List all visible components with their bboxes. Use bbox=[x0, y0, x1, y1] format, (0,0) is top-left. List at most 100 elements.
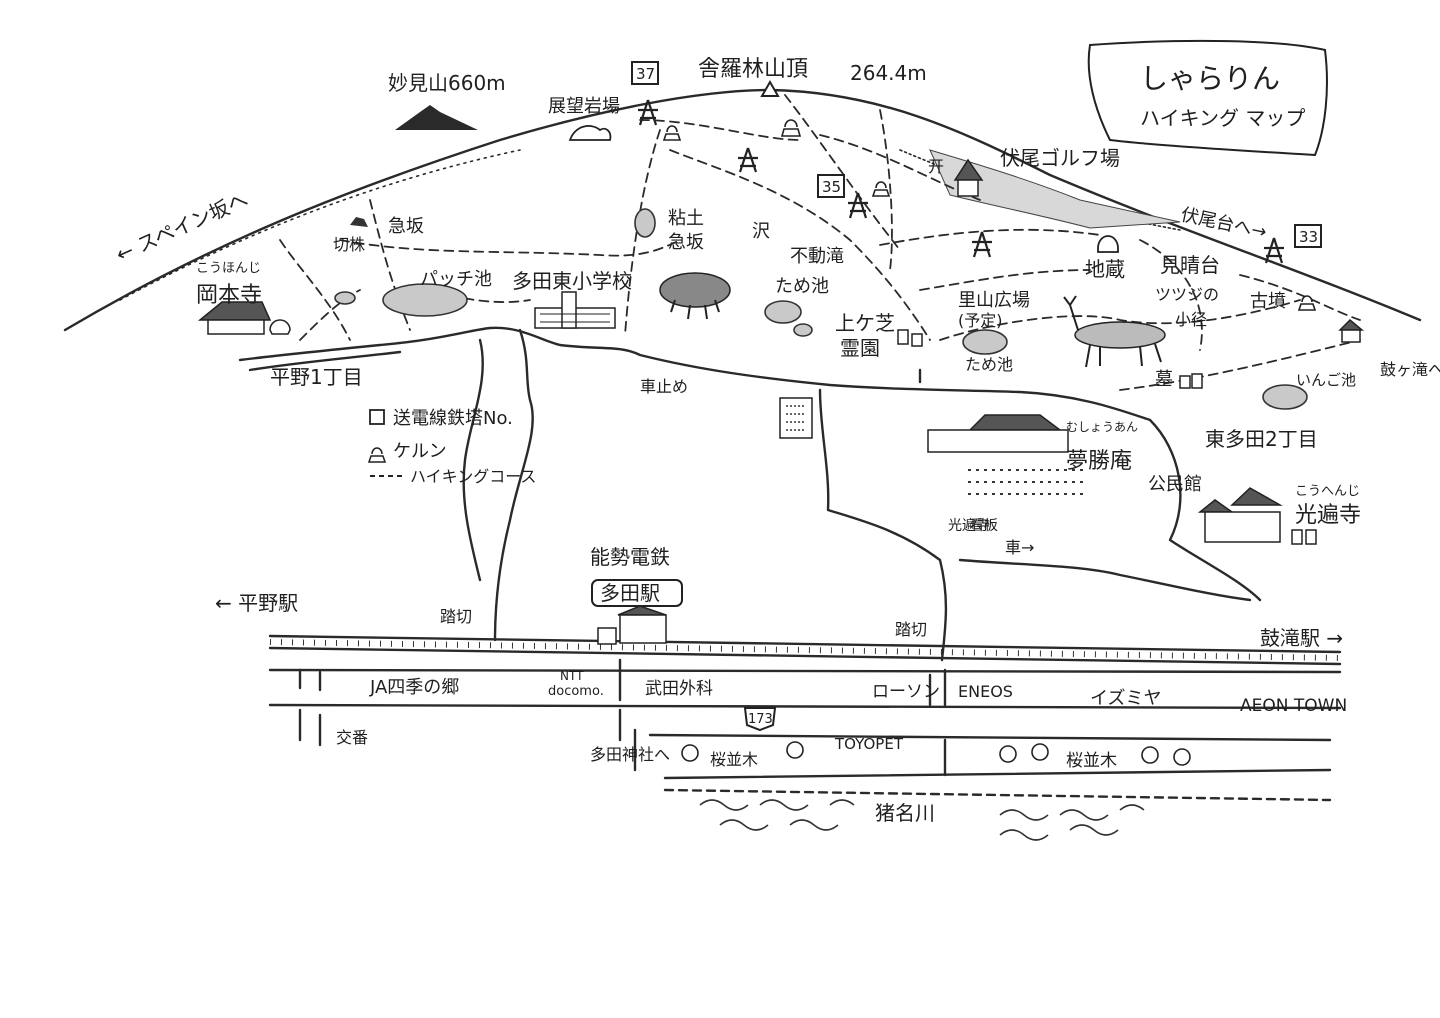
railway-track bbox=[268, 634, 1342, 666]
cherry-tree-icon bbox=[1173, 748, 1191, 766]
cherry-tree-icon bbox=[1031, 743, 1049, 761]
label-tsutsuji-1: ツツジの bbox=[1155, 285, 1219, 304]
label-reien: 霊園 bbox=[840, 336, 880, 360]
label-crossing-east: 踏切 bbox=[895, 620, 927, 639]
label-yotei: (予定) bbox=[958, 311, 1003, 330]
okamotoji-temple-icon bbox=[197, 301, 291, 335]
tower-icon bbox=[738, 147, 758, 173]
shop-ntt-1: NTT bbox=[560, 669, 584, 683]
route-173-shield bbox=[743, 707, 777, 732]
direction-tsuzumigataki: 鼓ヶ滝へ bbox=[1380, 360, 1440, 379]
tower-icon bbox=[972, 231, 992, 258]
label-nendo-kyuzaka: 急坂 bbox=[668, 232, 704, 253]
label-kohenji: 光遍寺 bbox=[1295, 503, 1361, 528]
cairn-icon bbox=[780, 119, 802, 137]
label-kurumadome: 車止め bbox=[640, 377, 688, 396]
tower-icons bbox=[638, 99, 1284, 264]
place-labels: 展望岩場 急坂 切株 パッチ池 粘土 急坂 沢 不動滝 ため池 多田東小学校 上… bbox=[196, 96, 1361, 534]
shop-eneos: ENEOS bbox=[958, 682, 1013, 701]
viewpoint-rock-icon bbox=[568, 125, 612, 141]
label-okamotoji: 岡本寺 bbox=[196, 283, 262, 308]
tower-33-box bbox=[1294, 224, 1322, 248]
title-box: しゃらりん ハイキング マップ bbox=[1087, 39, 1328, 157]
legend-tower-label: 送電線鉄塔No. bbox=[393, 408, 513, 429]
direction-hirano-station: ← 平野駅 bbox=[215, 591, 298, 615]
tame-pond-upper bbox=[764, 300, 802, 324]
tower-icon bbox=[369, 409, 385, 425]
label-mushouan-reading: むしょうあん bbox=[1066, 420, 1138, 434]
graves-icon bbox=[897, 329, 1317, 545]
shop-lawson: ローソン bbox=[872, 682, 940, 702]
clay-spot bbox=[634, 208, 656, 238]
river-waves bbox=[699, 799, 1145, 841]
mountain-icon bbox=[395, 105, 478, 130]
cherry-tree-icon bbox=[786, 741, 804, 759]
label-river: 猪名川 bbox=[875, 801, 935, 825]
label-tsutsuji-2: 小径 bbox=[1175, 310, 1207, 329]
label-patche-ike: パッチ池 bbox=[420, 269, 492, 290]
shop-koban: 交番 bbox=[336, 728, 368, 747]
label-mushouan: 夢勝庵 bbox=[1066, 449, 1132, 474]
golf-course-shading bbox=[929, 149, 1181, 229]
cherry-tree-icons bbox=[681, 741, 1191, 766]
cairn-icon bbox=[1297, 295, 1317, 311]
label-miharashidai: 見晴台 bbox=[1160, 253, 1220, 277]
roads bbox=[238, 326, 1262, 707]
label-kohenji-small: 光遍寺 bbox=[948, 518, 990, 534]
station-building-icon bbox=[597, 605, 667, 645]
cairn-icon bbox=[662, 125, 682, 141]
tame-pond-small bbox=[793, 323, 813, 337]
title-line-2: ハイキング マップ bbox=[1140, 106, 1305, 130]
tame-pond-lower bbox=[962, 329, 1008, 355]
stump-icon bbox=[350, 217, 368, 227]
small-house-icon bbox=[1338, 318, 1365, 343]
label-jizo: 地蔵 bbox=[1085, 257, 1125, 281]
label-satoyama: 里山広場 bbox=[958, 290, 1030, 311]
label-signboard: 看板 bbox=[970, 518, 998, 534]
patche-pond bbox=[382, 283, 468, 317]
label-kirikabu: 切株 bbox=[333, 235, 365, 254]
deer-icon bbox=[1063, 295, 1166, 368]
cairn-icon bbox=[367, 447, 387, 463]
label-cherry-east: 桜並木 bbox=[1066, 751, 1117, 771]
legend-trail-label: ハイキングコース bbox=[410, 467, 536, 486]
direction-tada-shrine: 多田神社へ bbox=[590, 745, 670, 764]
label-nendo: 粘土 bbox=[668, 208, 704, 229]
legend-cairn-label: ケルン bbox=[393, 441, 447, 462]
hiking-trails bbox=[279, 94, 1361, 391]
kohenji-temple-icon bbox=[1197, 487, 1283, 543]
label-hirano: 平野1丁目 bbox=[270, 365, 363, 389]
cairn-icon bbox=[871, 181, 891, 197]
tower-33-number: 33 bbox=[1299, 228, 1318, 246]
station-name: 多田駅 bbox=[600, 581, 660, 605]
jizo-icon bbox=[1097, 235, 1119, 253]
summit-name: 舎羅林山頂 bbox=[698, 57, 808, 82]
direction-spain-slope: ← スペイン坂へ bbox=[112, 187, 251, 267]
shrine-golf-icon bbox=[953, 158, 984, 197]
label-sawa: 沢 bbox=[752, 221, 770, 242]
label-golf-mark: 开 bbox=[928, 157, 944, 176]
label-crossing-west: 踏切 bbox=[440, 607, 472, 626]
direction-tsuzumigataki-station: 鼓滝駅 → bbox=[1260, 626, 1343, 650]
shop-aeon: AEON TOWN bbox=[1240, 696, 1347, 716]
main-streets bbox=[268, 668, 1342, 802]
cairn-icons bbox=[662, 119, 1317, 311]
label-okamotoji-reading: こうほんじ bbox=[196, 261, 261, 276]
shop-toyopet: TOYOPET bbox=[834, 735, 904, 753]
summit-elevation: 264.4m bbox=[850, 61, 927, 85]
label-school: 多田東小学校 bbox=[512, 269, 632, 293]
label-tame-ike-upper: ため池 bbox=[775, 276, 829, 297]
tower-icon bbox=[1264, 237, 1284, 264]
inoko-pond bbox=[1262, 384, 1308, 410]
tower-37-number: 37 bbox=[636, 65, 655, 83]
railway-line-name: 能勢電鉄 bbox=[590, 545, 670, 569]
direction-fushio-dai: 伏尾台へ→ bbox=[1179, 204, 1269, 243]
mountain-name: 妙見山660m bbox=[388, 71, 506, 95]
direction-labels: ← スペイン坂へ 伏尾台へ→ 鼓ヶ滝へ ← 平野駅 鼓滝駅 → 多田神社へ 車→ bbox=[112, 187, 1440, 764]
direction-car: 車→ bbox=[1005, 538, 1034, 557]
tower-35-number: 35 bbox=[822, 178, 841, 196]
station-nameplate bbox=[591, 579, 683, 607]
mushouan-icon bbox=[927, 414, 1088, 495]
small-pond bbox=[334, 291, 356, 305]
